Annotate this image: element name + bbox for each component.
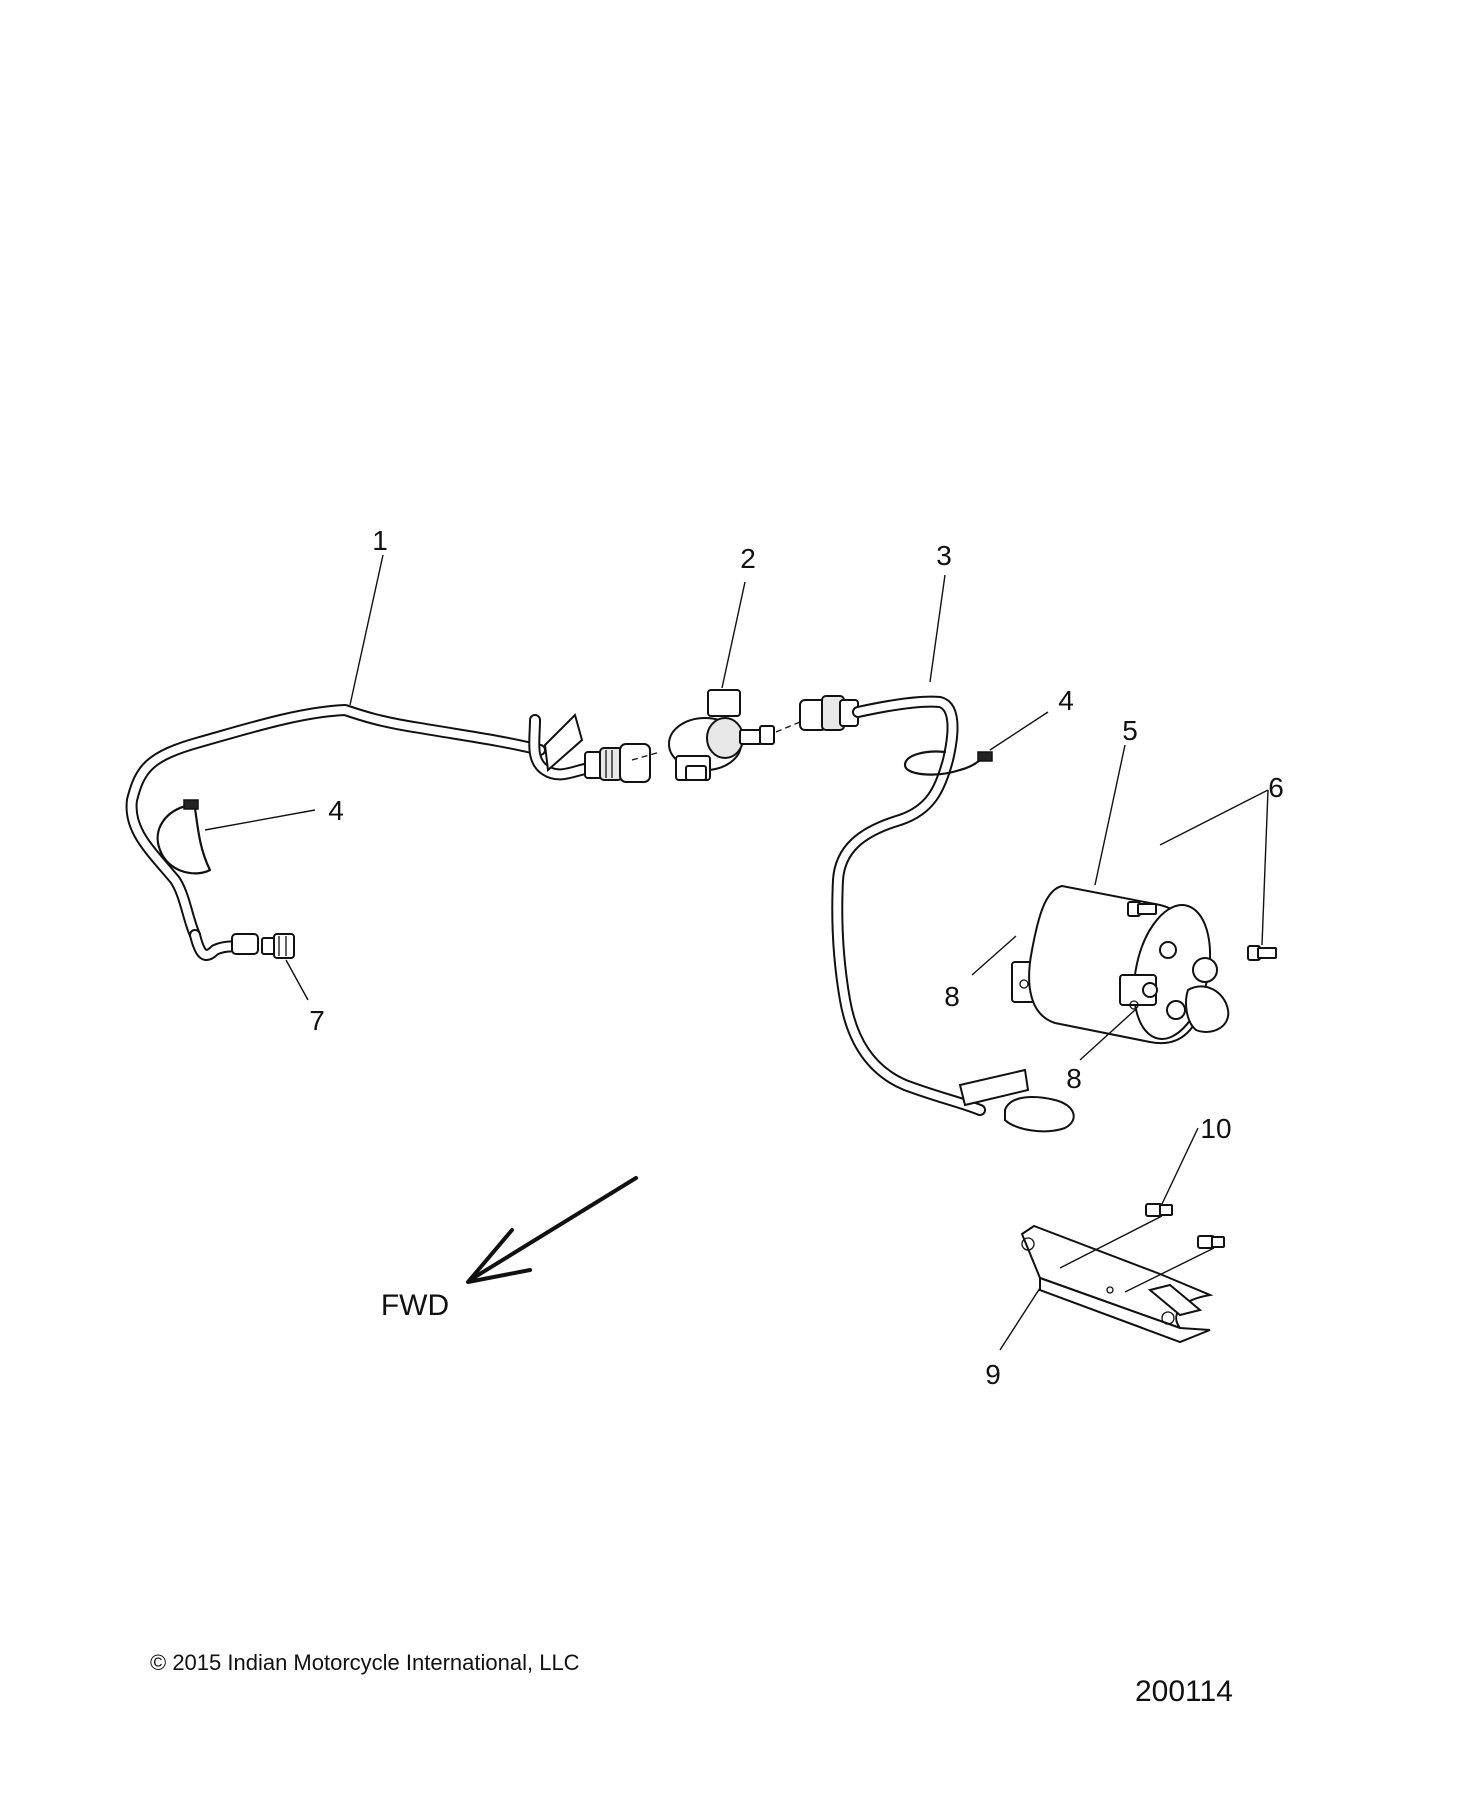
screw-part-10a xyxy=(1145,1203,1173,1217)
callout-10: 10 xyxy=(1200,1113,1231,1144)
evap-canister-part-5 xyxy=(1011,884,1230,1045)
callout-6: 6 xyxy=(1268,772,1284,803)
hose-clip-part-4a xyxy=(156,799,212,875)
callout-8-upper: 8 xyxy=(944,981,960,1012)
callout-1: 1 xyxy=(372,525,388,556)
callout-4-left: 4 xyxy=(328,795,344,826)
callout-9: 9 xyxy=(985,1359,1001,1390)
callout-2: 2 xyxy=(740,543,756,574)
screw-part-6a xyxy=(1127,901,1157,917)
vent-hose-part-3 xyxy=(799,695,1075,1133)
fwd-label: FWD xyxy=(381,1289,449,1322)
drawing-number: 200114 xyxy=(1135,1675,1233,1708)
callout-4-right: 4 xyxy=(1058,685,1074,716)
callout-3: 3 xyxy=(936,540,952,571)
leader-lines xyxy=(204,554,1269,1351)
fitting-part-7 xyxy=(261,933,295,959)
screw-part-10b xyxy=(1197,1235,1225,1249)
callout-5: 5 xyxy=(1122,715,1138,746)
purge-valve-part-2 xyxy=(631,689,801,781)
callout-8-lower: 8 xyxy=(1066,1063,1082,1094)
bracket-part-9 xyxy=(1020,1224,1214,1344)
callout-7: 7 xyxy=(309,1005,325,1036)
fwd-arrow-icon xyxy=(466,1176,638,1284)
hose-clip-part-4b xyxy=(903,750,993,776)
copyright-notice: © 2015 Indian Motorcycle International, … xyxy=(150,1650,580,1675)
screw-part-6b xyxy=(1247,945,1277,961)
vent-hose-part-1 xyxy=(125,704,651,961)
